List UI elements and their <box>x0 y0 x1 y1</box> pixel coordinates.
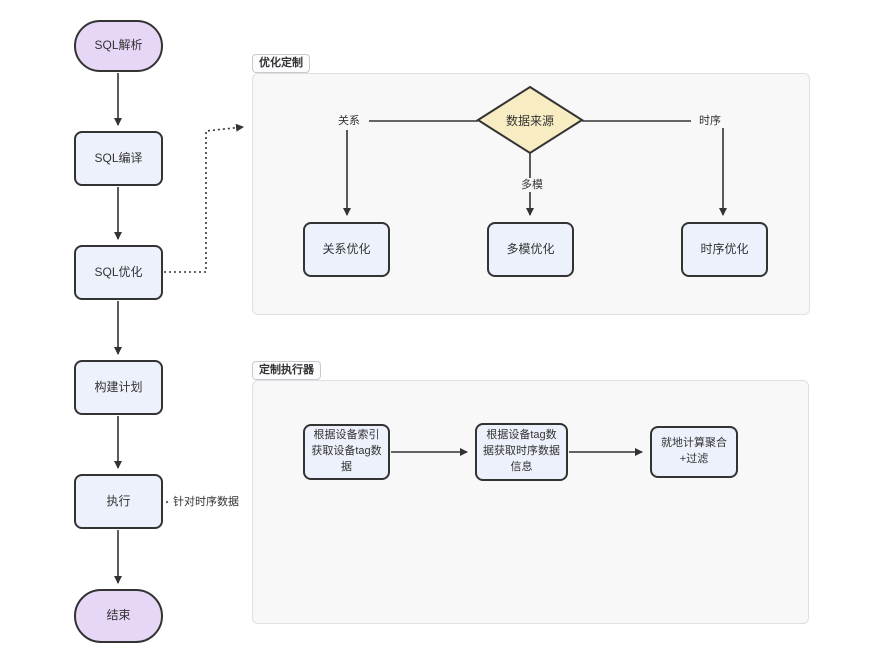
decision-datasource-label: 数据来源 <box>505 114 554 128</box>
subgraph-optimization-title: 优化定制 <box>252 54 310 74</box>
node-fetch-timeseries-by-tag: 根据设备tag数据获取时序数据信息 <box>475 423 568 481</box>
edge-label-for-timeseries: 针对时序数据 <box>169 495 243 510</box>
node-fetch-tag-by-index: 根据设备索引获取设备tag数据 <box>303 424 390 480</box>
node-multimodel-optimization: 多模优化 <box>487 222 574 277</box>
node-relational-optimization: 关系优化 <box>303 222 390 277</box>
node-execute: 执行 <box>74 474 163 529</box>
subgraph-optimization <box>252 73 810 315</box>
edge-label-timeseries: 时序 <box>691 114 729 129</box>
subgraph-executor-title: 定制执行器 <box>252 361 321 381</box>
node-sql-optimize: SQL优化 <box>74 245 163 300</box>
node-timeseries-optimization: 时序优化 <box>681 222 768 277</box>
node-sql-parse: SQL解析 <box>74 20 163 72</box>
node-sql-compile: SQL编译 <box>74 131 163 186</box>
edge-label-multi: 多模 <box>512 178 552 193</box>
subgraph-executor <box>252 380 809 624</box>
node-build-plan: 构建计划 <box>74 360 163 415</box>
node-end: 结束 <box>74 589 163 643</box>
node-local-aggregate-filter: 就地计算聚合+过滤 <box>650 426 738 478</box>
edge-label-relation: 关系 <box>329 114 369 129</box>
